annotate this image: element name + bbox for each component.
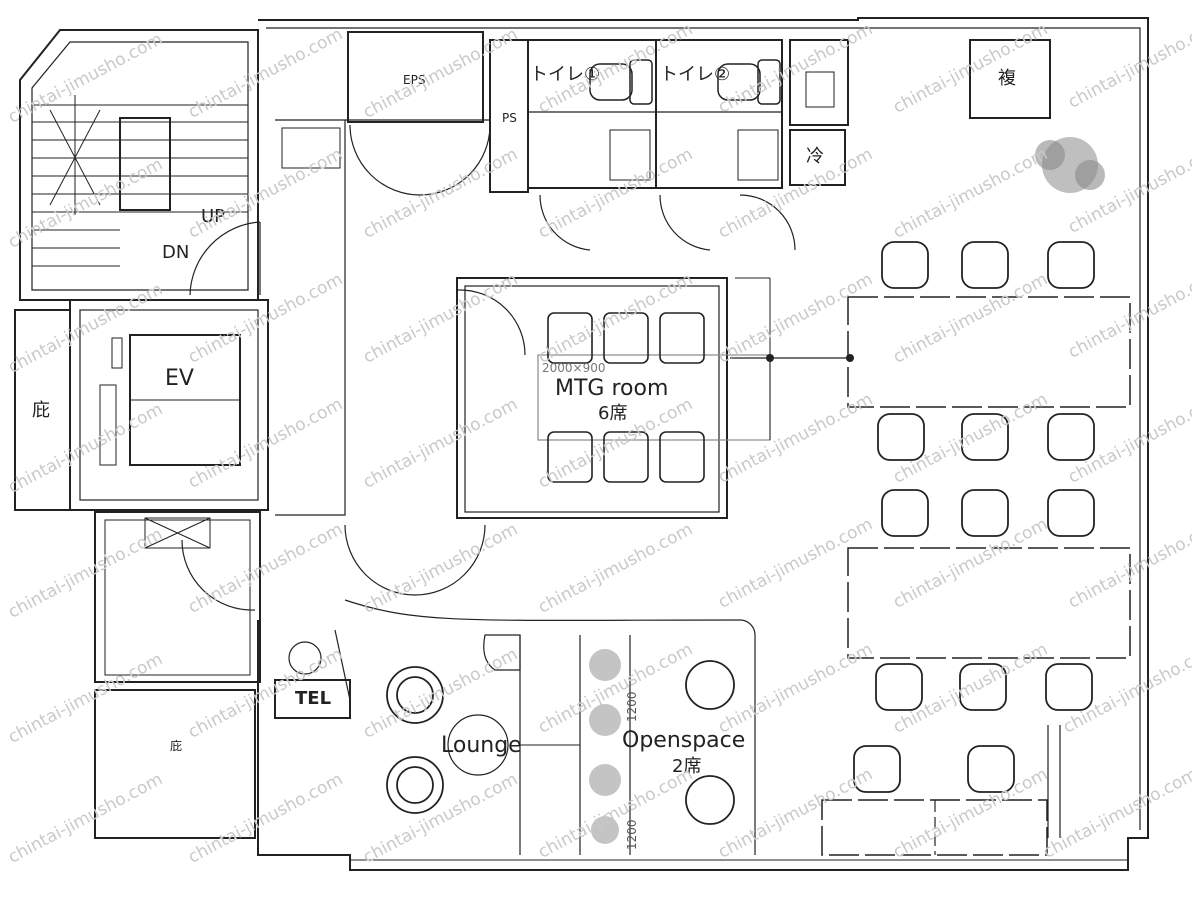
stair-up-label: UP <box>201 206 226 227</box>
openspace-dimension-a: 1200 <box>625 691 639 722</box>
copier-label: 複 <box>998 68 1016 89</box>
ps-label: PS <box>502 111 517 125</box>
eaves-bottom-label: 庇 <box>170 739 183 753</box>
openspace-seats: 2席 <box>672 756 702 777</box>
desk-row-2 <box>847 547 1131 659</box>
desk-row-1 <box>847 296 1131 408</box>
mtg-table-dimension: 2000×900 <box>542 361 606 375</box>
mtg-room-seats: 6席 <box>598 403 628 424</box>
eaves-left-label: 庇 <box>32 400 50 421</box>
toilet-2-label: トイレ② <box>660 64 731 85</box>
lower-shaft <box>94 511 261 683</box>
lounge-label: Lounge <box>441 733 522 758</box>
openspace-dimension-b: 1200 <box>625 819 639 850</box>
elevator-label: EV <box>165 366 194 391</box>
stair-well <box>119 117 171 211</box>
stair-enclosure <box>19 29 259 301</box>
outer-wall-inner <box>266 27 1141 830</box>
eps-label: EPS <box>403 73 426 87</box>
fridge <box>789 129 846 186</box>
toilet-2 <box>655 39 783 189</box>
eaves-bottom <box>94 689 256 839</box>
fridge-label: 冷 <box>806 146 824 167</box>
mtg-room-title: MTG room <box>555 376 669 401</box>
plant-icon <box>589 137 1105 844</box>
openspace-title: Openspace <box>622 728 746 753</box>
cabinet-box <box>789 39 849 126</box>
tel-label: TEL <box>295 688 332 709</box>
outer-wall <box>257 17 1149 871</box>
toilet-1 <box>527 39 657 189</box>
mtg-room <box>456 277 728 519</box>
eaves-left <box>14 309 71 511</box>
tel-stool <box>288 641 322 675</box>
eps-room <box>347 31 484 123</box>
toilet-1-label: トイレ① <box>530 64 601 85</box>
lounge-table <box>447 714 509 776</box>
copier <box>969 39 1051 119</box>
stair-down-label: DN <box>162 242 190 263</box>
